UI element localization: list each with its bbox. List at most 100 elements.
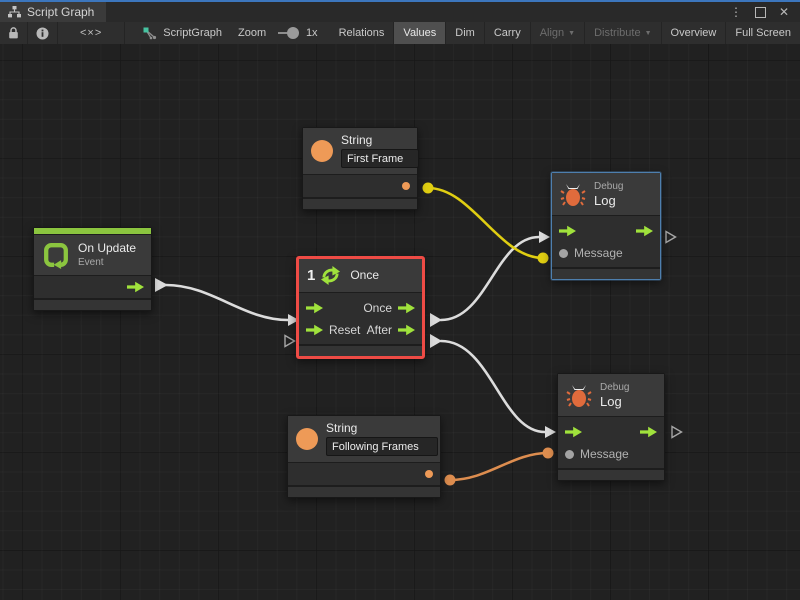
node-type-label: String bbox=[326, 421, 358, 435]
message-label: Message bbox=[574, 246, 623, 260]
node-debug-log-top[interactable]: Debug Log Message bbox=[551, 172, 661, 280]
once-enter-port-arrow[interactable] bbox=[288, 314, 299, 326]
event-accent-strip bbox=[34, 228, 151, 235]
inspect-button[interactable] bbox=[28, 22, 58, 44]
onupdate-exit-port-arrow[interactable] bbox=[155, 278, 168, 292]
distribute-caret-icon: ▼ bbox=[644, 29, 652, 37]
toolbar-button-dim[interactable]: Dim bbox=[446, 22, 485, 44]
tab-bar: Script Graph ⋮ ✕ bbox=[0, 2, 800, 22]
string-first-footer bbox=[303, 197, 417, 209]
node-once[interactable]: 1 Once Once Reset After bbox=[296, 256, 425, 359]
zoom-slider[interactable] bbox=[278, 27, 299, 39]
wire-after-to-debugbottom[interactable] bbox=[439, 339, 547, 434]
debug-top-exec-input[interactable] bbox=[559, 225, 576, 237]
script-graph-icon bbox=[143, 27, 157, 39]
window-focus-accent bbox=[0, 0, 800, 2]
once-badge: 1 bbox=[307, 267, 316, 284]
on-update-footer bbox=[34, 298, 151, 310]
debug-top-exec-row bbox=[552, 220, 660, 242]
wire-onupdate-to-once[interactable] bbox=[164, 283, 290, 322]
window-maximize-icon[interactable] bbox=[750, 3, 770, 21]
once-row-1: Once bbox=[299, 297, 422, 319]
loop-event-icon bbox=[44, 243, 68, 269]
node-type-label: String bbox=[341, 133, 373, 147]
node-title: Once bbox=[350, 268, 380, 282]
toolbar-button-values[interactable]: Values bbox=[394, 22, 447, 44]
toolbar-button-relations[interactable]: Relations bbox=[330, 22, 395, 44]
string-first-output-row bbox=[303, 175, 417, 197]
debug-bottom-exec-output[interactable] bbox=[640, 426, 657, 438]
debug-category-label: Debug bbox=[600, 382, 630, 393]
node-title: Log bbox=[600, 394, 622, 409]
wire-layer bbox=[155, 182, 683, 486]
message-input-port[interactable] bbox=[565, 449, 574, 459]
graph-breadcrumb[interactable]: ScriptGraph bbox=[135, 22, 230, 44]
once-header: 1 Once bbox=[299, 259, 422, 293]
firstframe-output-dot[interactable] bbox=[422, 182, 434, 194]
once-row-2: Reset After bbox=[299, 319, 422, 341]
debugbottom-enter-port-arrow[interactable] bbox=[545, 426, 556, 438]
string-value-input[interactable] bbox=[326, 437, 438, 456]
node-on-update[interactable]: On Update Event bbox=[33, 227, 152, 311]
once-reset-port-arrow[interactable] bbox=[284, 334, 296, 348]
toolbar-button-align[interactable]: Align ▼ bbox=[531, 22, 586, 44]
align-caret-icon: ▼ bbox=[568, 29, 576, 37]
node-subtitle: Event bbox=[78, 257, 104, 268]
string-value-input[interactable] bbox=[341, 149, 419, 168]
debug-bottom-message-row: Message bbox=[558, 443, 664, 465]
string-output-port[interactable] bbox=[425, 470, 433, 478]
debugtop-exit-port-arrow[interactable] bbox=[665, 230, 677, 244]
debugbottom-exit-port-arrow[interactable] bbox=[671, 425, 683, 439]
node-string-first-frame[interactable]: String bbox=[302, 127, 419, 210]
debug-top-exec-output[interactable] bbox=[636, 225, 653, 237]
lock-button[interactable] bbox=[0, 22, 28, 44]
tab-title: Script Graph bbox=[27, 5, 95, 19]
node-debug-log-bottom[interactable]: Debug Log Message bbox=[557, 373, 665, 481]
wire-firstframe-to-message[interactable] bbox=[426, 186, 545, 260]
string-following-header: String bbox=[288, 416, 440, 463]
wire-followingframes-to-message[interactable] bbox=[448, 451, 550, 482]
debugtop-message-dot[interactable] bbox=[537, 252, 549, 264]
node-title: Log bbox=[594, 193, 616, 208]
node-string-following-frames[interactable]: String bbox=[287, 415, 441, 498]
reset-input-port[interactable] bbox=[306, 324, 323, 336]
maximize-box bbox=[754, 6, 766, 18]
debug-bottom-header: Debug Log bbox=[558, 374, 664, 417]
edit-script-button[interactable]: <×> bbox=[58, 22, 126, 44]
toolbar-button-fullscreen[interactable]: Full Screen bbox=[735, 27, 791, 39]
toolbar-button-carry[interactable]: Carry bbox=[485, 22, 531, 44]
zoom-slider-handle[interactable] bbox=[286, 27, 299, 39]
debugbottom-message-dot[interactable] bbox=[542, 447, 554, 459]
string-type-icon bbox=[296, 428, 318, 450]
align-label: Align bbox=[539, 27, 565, 39]
wire-once-to-debugtop[interactable] bbox=[439, 235, 541, 322]
toolbar-button-overview[interactable]: Overview bbox=[662, 22, 727, 44]
info-icon bbox=[36, 27, 49, 39]
graph-toolbar: <×> ScriptGraph Zoom 1x Relations Values… bbox=[0, 22, 800, 45]
graph-tab-icon bbox=[8, 6, 21, 18]
toolbar-button-distribute[interactable]: Distribute ▼ bbox=[585, 22, 662, 44]
window-menu-icon[interactable]: ⋮ bbox=[730, 5, 742, 19]
string-output-port[interactable] bbox=[402, 182, 410, 190]
distribute-label: Distribute bbox=[594, 27, 641, 39]
after-output-port[interactable] bbox=[398, 324, 415, 336]
window-close-icon[interactable]: ✕ bbox=[778, 5, 790, 19]
once-enter-input[interactable] bbox=[306, 302, 323, 314]
debugtop-enter-port-arrow[interactable] bbox=[539, 231, 550, 243]
once-output-port[interactable] bbox=[398, 302, 415, 314]
on-update-exec-output[interactable] bbox=[127, 281, 144, 293]
once-exit-once-port-arrow[interactable] bbox=[430, 313, 442, 327]
tab-script-graph[interactable]: Script Graph bbox=[0, 2, 107, 22]
once-exit-after-port-arrow[interactable] bbox=[430, 334, 442, 348]
debug-top-header: Debug Log bbox=[552, 173, 660, 216]
string-following-footer bbox=[288, 485, 440, 497]
graph-name-label: ScriptGraph bbox=[163, 27, 222, 39]
graph-canvas[interactable]: String On Update Event 1 bbox=[0, 44, 800, 600]
followingframes-output-dot[interactable] bbox=[444, 474, 456, 486]
debug-bottom-exec-input[interactable] bbox=[565, 426, 582, 438]
bug-icon bbox=[560, 184, 586, 206]
string-type-icon bbox=[311, 140, 333, 162]
on-update-header: On Update Event bbox=[34, 235, 151, 276]
message-input-port[interactable] bbox=[559, 248, 568, 258]
zoom-label: Zoom bbox=[237, 27, 267, 39]
